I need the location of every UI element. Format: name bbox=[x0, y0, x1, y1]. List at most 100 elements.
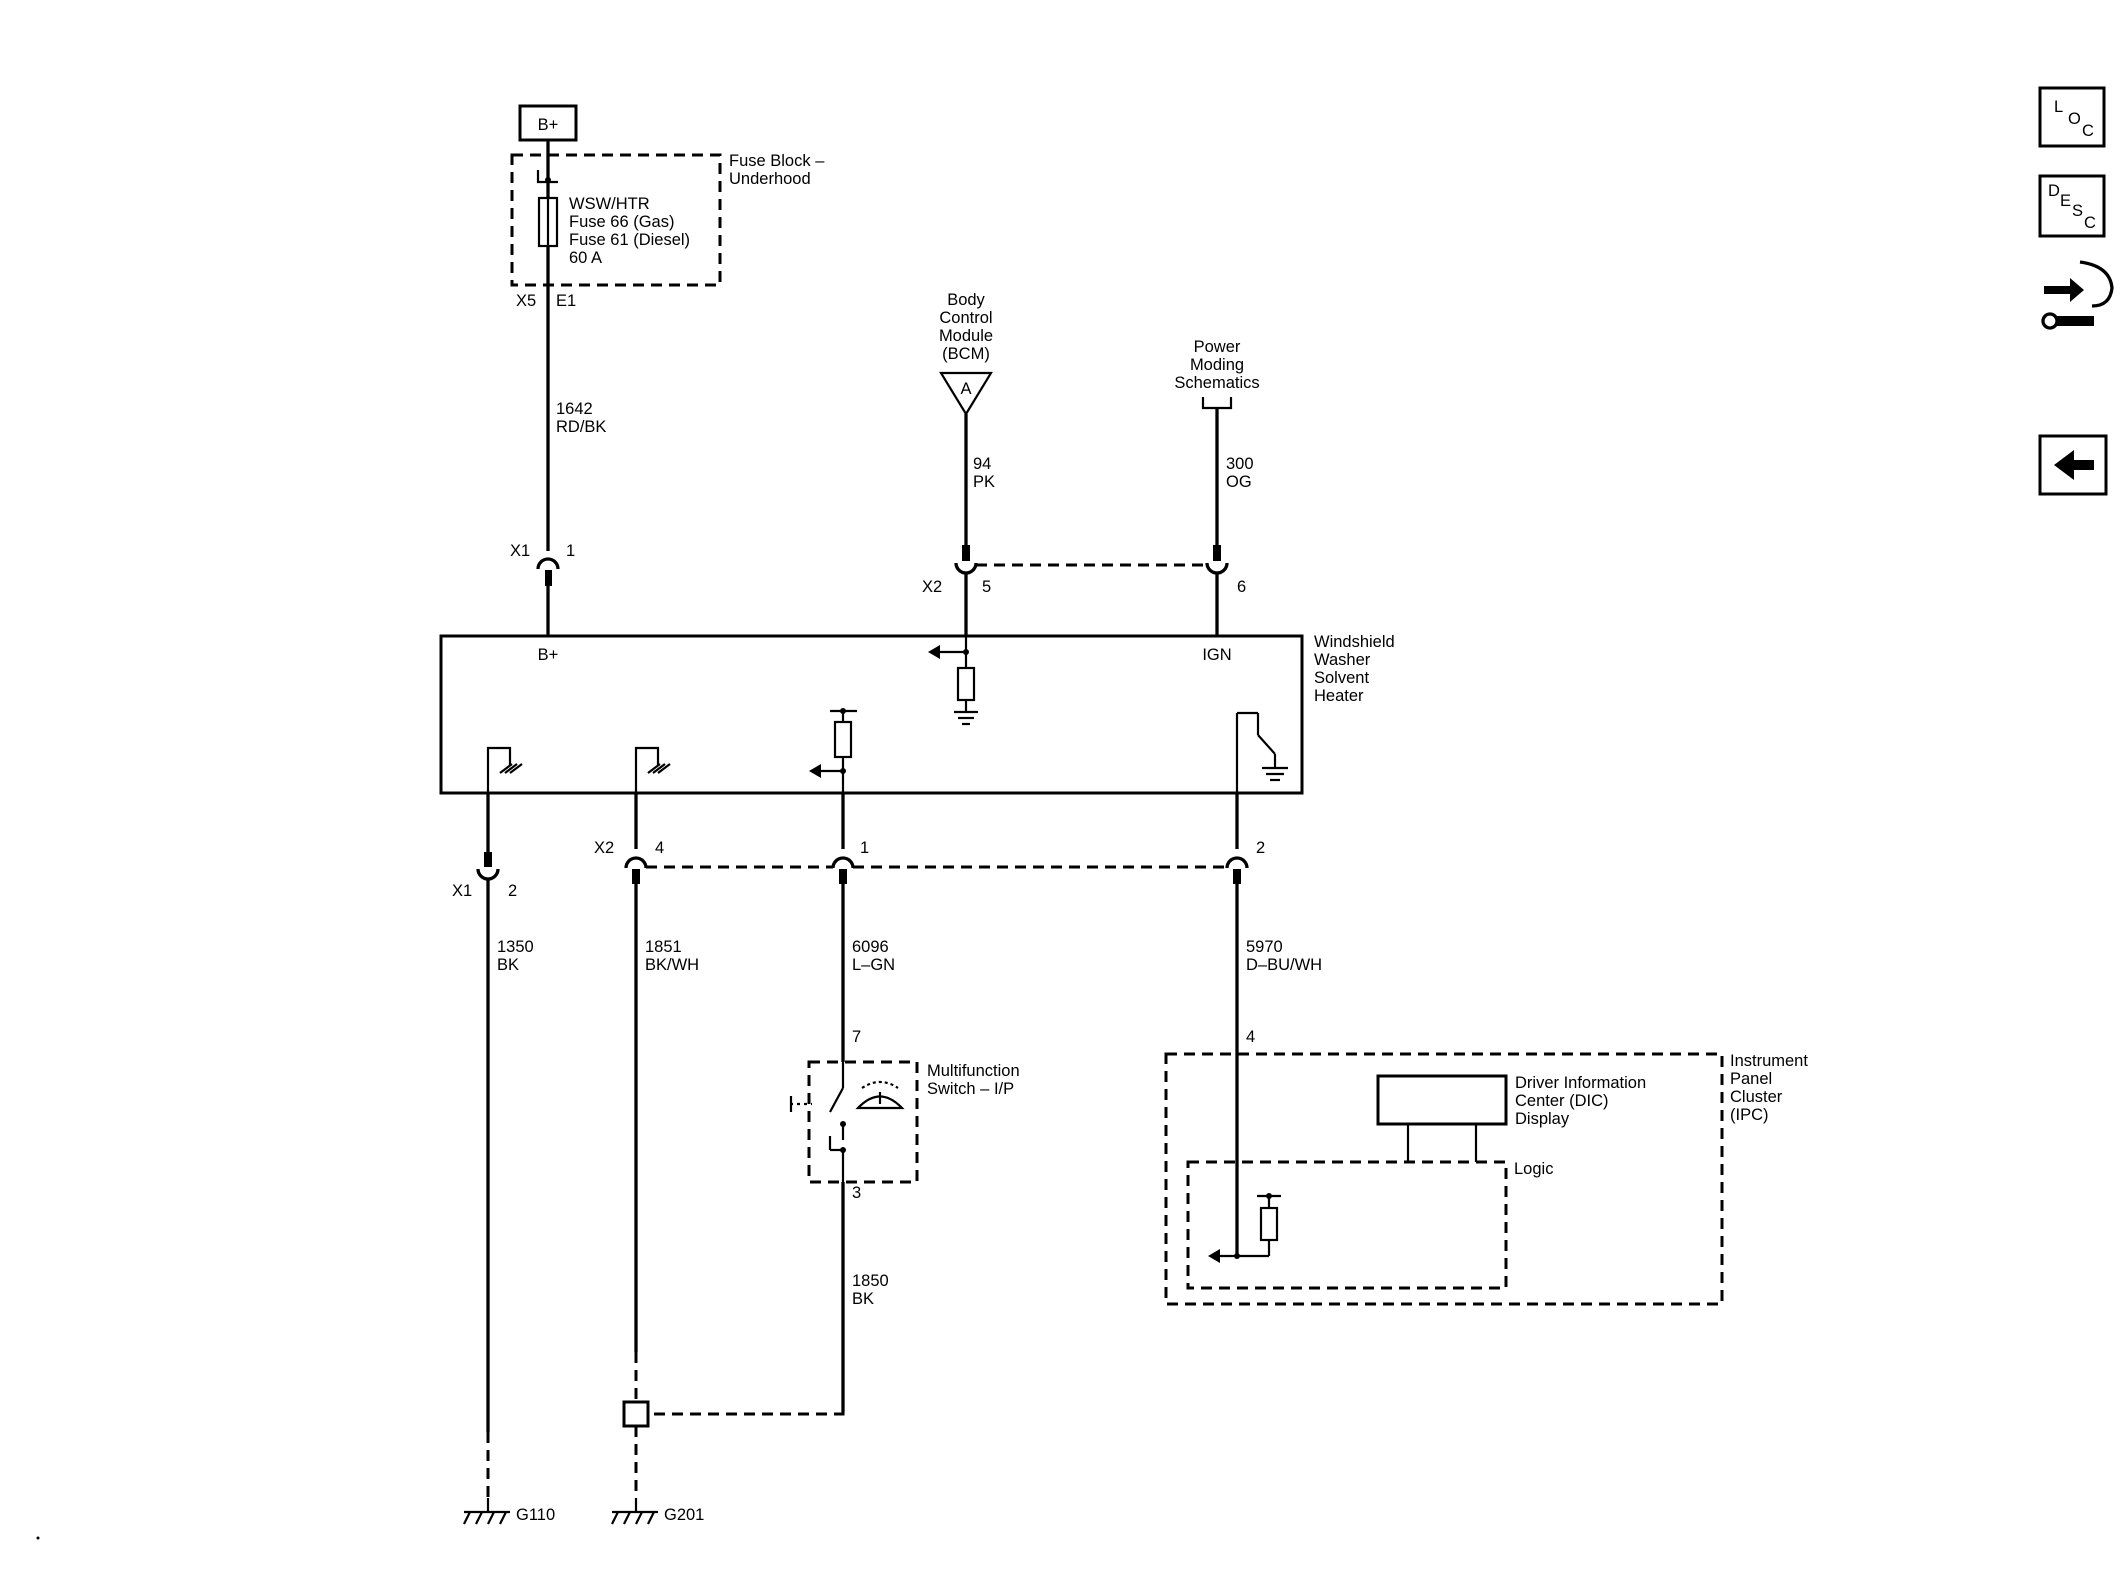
ground-g110-label: G110 bbox=[516, 1506, 555, 1524]
x2-top-pin5-label: 5 bbox=[982, 578, 991, 596]
ground-g201-symbol bbox=[611, 1510, 658, 1525]
connector-tool-icon[interactable] bbox=[2041, 260, 2114, 330]
pulldown-resistor bbox=[956, 666, 976, 702]
fuse-name: WSW/HTR bbox=[569, 195, 650, 213]
ipc-pin4-label: 4 bbox=[1246, 1028, 1255, 1046]
x2-top-conn-label: X2 bbox=[922, 578, 942, 596]
wire-1851-color: BK/WH bbox=[645, 956, 699, 974]
heater-ign-label: IGN bbox=[1202, 646, 1231, 664]
heater-label-4: Heater bbox=[1314, 687, 1364, 705]
ground-g201-label: G201 bbox=[664, 1506, 704, 1524]
input-arrow bbox=[928, 645, 940, 659]
splice-pack bbox=[622, 1400, 650, 1428]
desc-letter-e: E bbox=[2060, 192, 2071, 210]
loc-button[interactable]: L O C bbox=[2038, 86, 2106, 148]
connector-x2-pin1 bbox=[831, 856, 855, 869]
connector-x1-pin2 bbox=[476, 868, 500, 881]
desc-button[interactable]: D E S C bbox=[2038, 174, 2106, 238]
mfswitch-pin3-label: 3 bbox=[852, 1184, 861, 1202]
wire-1850-number: 1850 bbox=[852, 1272, 889, 1290]
mfswitch-pin7-label: 7 bbox=[852, 1028, 861, 1046]
x2-bottom-pin4-label: 4 bbox=[655, 839, 664, 857]
bcm-ref-letter: A bbox=[960, 380, 971, 398]
loc-letter-o: O bbox=[2068, 110, 2081, 128]
x2-bottom-pin1-label: 1 bbox=[860, 839, 869, 857]
wire-1350-color: BK bbox=[497, 956, 519, 974]
wire-94-color: PK bbox=[973, 473, 995, 491]
chassis-ground-2 bbox=[647, 763, 671, 774]
page-ref-symbol bbox=[1201, 397, 1233, 410]
output-switch bbox=[1257, 734, 1276, 755]
ipc-logic-label: Logic bbox=[1514, 1160, 1553, 1178]
wire-300-color: OG bbox=[1226, 473, 1252, 491]
dic-label-1: Driver Information bbox=[1515, 1074, 1646, 1092]
x2-top-pin6-label: 6 bbox=[1237, 578, 1246, 596]
connector-x2-pin5 bbox=[954, 562, 978, 575]
power-moding-label-2: Moding bbox=[1190, 356, 1244, 374]
fuse-block-subtitle: Underhood bbox=[729, 170, 811, 188]
stray-dot bbox=[36, 1536, 40, 1540]
heater-label-1: Windshield bbox=[1314, 633, 1395, 651]
ipc-label-3: Cluster bbox=[1730, 1088, 1783, 1106]
mfswitch-outline bbox=[807, 1060, 919, 1184]
bcm-label-4: (BCM) bbox=[942, 345, 990, 363]
wire-1850-color: BK bbox=[852, 1290, 874, 1308]
back-arrow-icon[interactable] bbox=[2038, 434, 2108, 496]
ipc-label-2: Panel bbox=[1730, 1070, 1772, 1088]
ipc-outline bbox=[1164, 1052, 1724, 1306]
fuse-block-outline bbox=[510, 153, 722, 287]
switch-input-arrow bbox=[809, 764, 821, 778]
fuse-block-title: Fuse Block – bbox=[729, 152, 825, 170]
washer-icon bbox=[855, 1080, 905, 1110]
heater-module-box bbox=[439, 634, 1304, 795]
desc-letter-d: D bbox=[2048, 182, 2060, 200]
wire-1642-number: 1642 bbox=[556, 400, 593, 418]
chassis-ground-1 bbox=[499, 763, 523, 774]
x1-bottom-pin-label: 2 bbox=[508, 882, 517, 900]
power-moding-label-1: Power bbox=[1194, 338, 1241, 356]
pullup-resistor bbox=[833, 720, 853, 759]
loc-letter-c: C bbox=[2082, 122, 2094, 140]
bcm-label-1: Body bbox=[947, 291, 985, 309]
ipc-input-arrow bbox=[1208, 1249, 1220, 1263]
connector-x2-pin2 bbox=[1225, 856, 1249, 869]
desc-letter-c: C bbox=[2084, 214, 2096, 232]
x1-bottom-conn-label: X1 bbox=[452, 882, 472, 900]
bcm-label-2: Control bbox=[939, 309, 992, 327]
wire-6096-number: 6096 bbox=[852, 938, 889, 956]
ipc-logic-outline bbox=[1186, 1160, 1508, 1290]
mfswitch-label-2: Switch – I/P bbox=[927, 1080, 1014, 1098]
bcm-connector-symbol bbox=[939, 371, 993, 417]
connector-x1-pin1 bbox=[536, 557, 560, 570]
dic-label-2: Center (DIC) bbox=[1515, 1092, 1609, 1110]
mfswitch-label-1: Multifunction bbox=[927, 1062, 1020, 1080]
ipc-pullup-resistor bbox=[1259, 1206, 1279, 1242]
wire-1350-number: 1350 bbox=[497, 938, 534, 956]
desc-letter-s: S bbox=[2072, 202, 2083, 220]
wire-1851-number: 1851 bbox=[645, 938, 682, 956]
battery-label: B+ bbox=[538, 116, 559, 134]
ipc-label-4: (IPC) bbox=[1730, 1106, 1769, 1124]
ground-g110-symbol bbox=[463, 1510, 510, 1525]
wire-6096-color: L–GN bbox=[852, 956, 895, 974]
fuse-connector-label: X5 bbox=[516, 292, 536, 310]
wire-94-number: 94 bbox=[973, 455, 991, 473]
connector-x2-pin6 bbox=[1205, 562, 1229, 575]
power-moding-label-3: Schematics bbox=[1174, 374, 1259, 392]
x2-bottom-conn-label: X2 bbox=[594, 839, 614, 857]
ipc-label-1: Instrument bbox=[1730, 1052, 1808, 1070]
heater-label-2: Washer bbox=[1314, 651, 1371, 669]
fuse-diesel: Fuse 61 (Diesel) bbox=[569, 231, 690, 249]
bcm-label-3: Module bbox=[939, 327, 993, 345]
wire-5970-number: 5970 bbox=[1246, 938, 1283, 956]
wire-300-number: 300 bbox=[1226, 455, 1254, 473]
wire-1642-color: RD/BK bbox=[556, 418, 606, 436]
washer-switch-contact bbox=[829, 1087, 844, 1113]
fuse-pin-label: E1 bbox=[556, 292, 576, 310]
fuse-rating: 60 A bbox=[569, 249, 602, 267]
connector-x2-pin4 bbox=[624, 856, 648, 869]
dic-display-box bbox=[1376, 1074, 1508, 1126]
fuse-gas: Fuse 66 (Gas) bbox=[569, 213, 674, 231]
x1-top-conn-label: X1 bbox=[510, 542, 530, 560]
